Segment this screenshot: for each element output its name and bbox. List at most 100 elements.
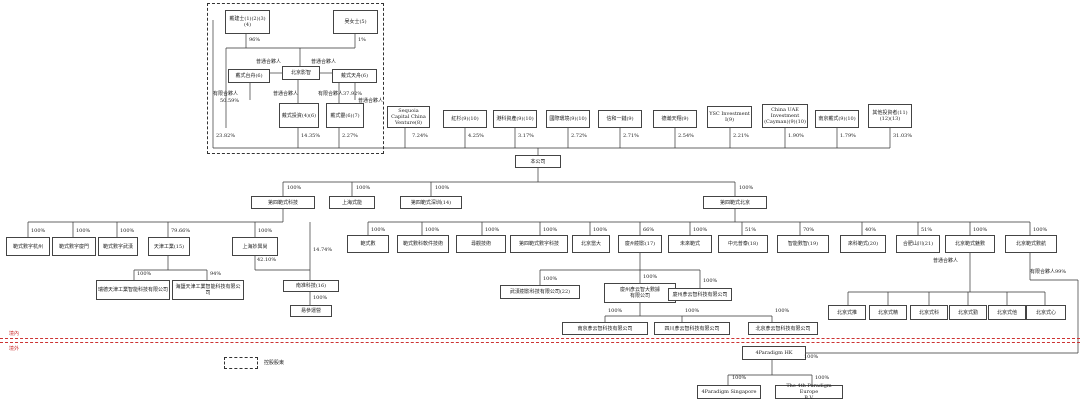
border-line-out xyxy=(0,342,1080,343)
right-pct-5: 66% xyxy=(643,227,655,233)
right-item-8: 智能數智(19) xyxy=(777,235,829,253)
right-item-10: 合肥山川(21) xyxy=(896,235,940,253)
right-pct-10: 51% xyxy=(921,227,933,233)
left-kj: 南准科技(16) xyxy=(283,280,339,292)
right-xmdb: 廈州彥云智大數據 有限公司 xyxy=(604,283,676,303)
pct-gp3: 普通合夥人 xyxy=(273,91,299,97)
pct-ch: 3.17% xyxy=(518,133,534,139)
holder-dai: 戴建士(1)(2)(3)(4) xyxy=(225,10,270,34)
pct-gj: 2.72% xyxy=(571,133,587,139)
pct-p1: 96% xyxy=(249,37,261,43)
pct-cuai: 1.90% xyxy=(788,133,804,139)
left-pct-2: 100% xyxy=(120,228,135,234)
right-gp-label: 普通合夥人 xyxy=(933,258,959,264)
level1-a: 第四範式科技 xyxy=(251,196,315,209)
left-item-2: 範式數字武漢 xyxy=(98,237,138,256)
right-pct-1: 100% xyxy=(425,227,440,233)
legend-label: 控股股東 xyxy=(264,360,285,366)
pct-l1d: 100% xyxy=(739,185,754,191)
holder-s2: 戴式靈(6)(7) xyxy=(326,103,364,128)
right-item-1: 範式數科軟件技術 xyxy=(397,235,449,253)
pct-s1: 14.35% xyxy=(301,133,321,139)
pct-hs: 4.25% xyxy=(468,133,484,139)
holder-hs: 紅杉(9)(10) xyxy=(443,110,487,128)
right-item-0: 範式數 xyxy=(347,235,389,253)
pct-sequoia: 7.24% xyxy=(412,133,428,139)
left-pct-kj: 100% xyxy=(313,295,328,301)
fund-1: 北京式精 xyxy=(869,305,907,320)
right-pct-0: 100% xyxy=(371,227,386,233)
legend-dashed-box xyxy=(224,357,258,369)
right-item-12: 北京範式數航 xyxy=(1005,235,1057,253)
left-pct-0: 100% xyxy=(31,228,46,234)
fund-0: 北京式推 xyxy=(828,305,866,320)
holder-ch: 港科資產(9)(10) xyxy=(493,110,537,128)
holder-th: 德瀚天翔(9) xyxy=(653,110,697,128)
pct-ysc: 2.21% xyxy=(733,133,749,139)
offshore-eu-pct: 100% xyxy=(815,375,830,381)
left-pct-ms2: 14.74% xyxy=(313,247,333,253)
right-pct-gp100c: 100% xyxy=(703,278,718,284)
left-pct-1: 100% xyxy=(76,228,91,234)
holder-nj: 南京戴式(9)(10) xyxy=(815,110,859,128)
fund-3: 北京式勤 xyxy=(949,305,987,320)
holder-s1: 戴式投資(4)(6) xyxy=(279,103,319,128)
controlling-shareholder-dashed-box xyxy=(207,3,384,154)
right-pct-gp100a: 100% xyxy=(543,276,558,282)
left-pct-sp2: 94% xyxy=(210,271,222,277)
holder-gj: 國際環境(9)(10) xyxy=(546,110,590,128)
left-item-1: 範式數字廈門 xyxy=(52,237,96,256)
holder-bj-gz: 北京影智 xyxy=(282,66,320,80)
right-pct-2: 100% xyxy=(485,227,500,233)
pct-gp1: 普通合夥人 xyxy=(256,59,282,65)
left-item-4: 上海妙興尚 xyxy=(232,237,278,256)
right-item-4: 北京當大 xyxy=(572,235,610,253)
holder-other: 其他投資者(11)(12)(13) xyxy=(868,104,912,128)
right-item-5: 廈州樹影(17) xyxy=(618,235,662,253)
left-sub2: 海鹽天津工業智能科技有限公司 xyxy=(172,280,244,300)
right-item-6: 未來範式 xyxy=(668,235,712,253)
offshore-hk: 4Paradigm HK xyxy=(742,346,806,360)
left-sub1: 瑞德天津工業智能科技有限公司 xyxy=(96,280,170,300)
left-pct-sp1: 100% xyxy=(137,271,152,277)
holder-cuai: China UAE Investment (Cayman)(9)(10) xyxy=(762,104,808,128)
right-wh: 武漢樹影科技有限公司(22) xyxy=(500,285,580,299)
pct-nj: 1.79% xyxy=(840,133,856,139)
left-pct-ms: 42.10% xyxy=(257,257,277,263)
border-in-label: 境內 xyxy=(9,331,20,337)
pct-l1c: 100% xyxy=(435,185,450,191)
right-pct-4: 100% xyxy=(593,227,608,233)
right-item-3: 第四範式數字科技 xyxy=(510,235,568,253)
left-item-0: 範式數字杭州 xyxy=(6,237,50,256)
right-pct-gp100d: 100% xyxy=(608,308,623,314)
border-out-label: 境外 xyxy=(9,346,20,352)
pct-p2: 1% xyxy=(358,37,366,43)
pct-th: 2.54% xyxy=(678,133,694,139)
offshore-hk-pct: 100% xyxy=(804,354,819,360)
left-yw: 易參運營 xyxy=(290,305,332,317)
pct-lp1: 有限合夥人 xyxy=(213,91,239,97)
right-pct-11: 100% xyxy=(973,227,988,233)
level1-c: 第四範式深圳(14) xyxy=(400,196,462,209)
right-pct-gp100e: 100% xyxy=(685,308,700,314)
offshore-sg-pct: 100% xyxy=(732,375,747,381)
pct-dai: 23.82% xyxy=(216,133,236,139)
pct-other: 31.03% xyxy=(893,133,913,139)
level1-b: 上海式能 xyxy=(329,196,375,209)
pct-lp1v: 50.59% xyxy=(220,98,240,104)
holder-wu: 吴女士(5) xyxy=(333,10,378,34)
offshore-sg: 4Paradigm Singapore xyxy=(697,385,761,399)
offshore-eu: The 4th Paradigm Europe B.V. xyxy=(775,383,843,401)
right-pct-3: 100% xyxy=(543,227,558,233)
right-xmkj: 廈州彥云智科技有限公司 xyxy=(668,288,732,301)
pct-l1a: 100% xyxy=(287,185,302,191)
right-bjyz: 北京彥云智科技有限公司 xyxy=(748,322,818,335)
right-pct-9: 40% xyxy=(865,227,877,233)
pct-s2: 2.27% xyxy=(342,133,358,139)
holder-gp-b: 戴式天舟(6) xyxy=(332,69,377,83)
border-line-in xyxy=(0,338,1080,339)
right-scyz: 四川彥云智科技有限公司 xyxy=(654,322,730,335)
pct-gp2: 普通合夥人 xyxy=(311,59,337,65)
pct-lp3: 普通合夥人 xyxy=(358,98,384,104)
